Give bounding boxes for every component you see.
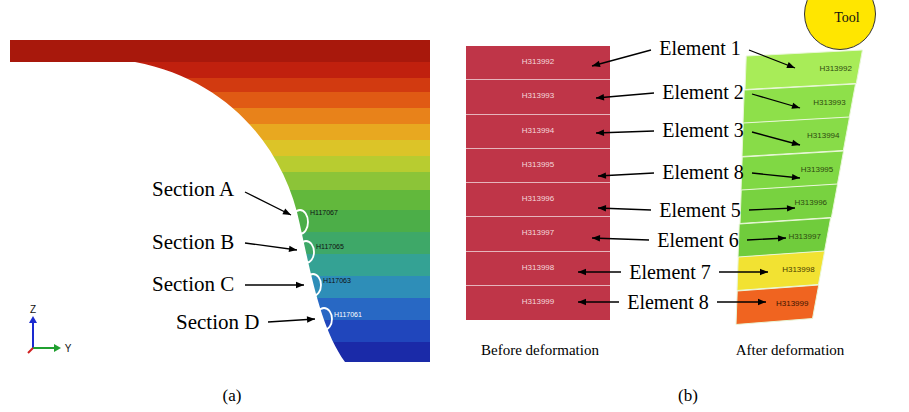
contour-band xyxy=(10,62,430,78)
leader-arrow xyxy=(245,192,291,215)
element-label: Element 2 xyxy=(662,81,744,103)
axis-label: Z xyxy=(30,304,36,315)
section-label: Section B xyxy=(152,231,234,254)
contour-band xyxy=(10,156,430,172)
element-label: Element 5 xyxy=(659,199,741,221)
y-axis-head xyxy=(54,344,61,352)
element-after: H313992 xyxy=(745,50,862,90)
element-after: H313999 xyxy=(736,285,819,325)
element-id: H313998 xyxy=(522,264,554,273)
element-id: H313994 xyxy=(807,132,839,141)
y-axis xyxy=(33,347,56,349)
element-id: H313993 xyxy=(522,92,554,101)
element-label: Element 8 xyxy=(662,161,744,183)
element-id: H313999 xyxy=(776,300,808,309)
element-id: H313994 xyxy=(522,127,554,136)
element-id: H313997 xyxy=(522,229,554,238)
element-shape xyxy=(745,50,862,90)
leader-arrow xyxy=(592,238,649,240)
tool-label: Tool xyxy=(834,10,859,25)
leader-arrow xyxy=(578,271,621,272)
leader-arrow xyxy=(598,208,651,210)
element-label: Element 1 xyxy=(659,37,741,59)
element-id: H313996 xyxy=(795,199,827,208)
contour-band xyxy=(10,78,430,92)
element-before: H313997 xyxy=(466,217,610,251)
leader-arrow xyxy=(596,131,654,133)
element-before: H313994 xyxy=(466,115,610,149)
leader-arrow xyxy=(592,50,651,66)
section-circle xyxy=(316,308,332,330)
panel-letter: (b) xyxy=(678,387,698,406)
section-circle xyxy=(298,241,314,263)
element-before: H313999 xyxy=(466,286,610,320)
section-circle xyxy=(305,274,321,296)
element-id: H313992 xyxy=(819,65,851,74)
leader-arrow xyxy=(245,284,304,285)
leader-arrow xyxy=(578,301,619,302)
element-before: H313992 xyxy=(466,46,610,80)
section-label: Section A xyxy=(152,178,234,201)
axis-label: Y xyxy=(65,343,72,354)
element-label: Element 7 xyxy=(629,261,711,283)
contour-band xyxy=(10,232,430,254)
section-label: Section D xyxy=(176,311,259,334)
leader-arrow xyxy=(719,271,768,272)
element-label: Element 3 xyxy=(662,119,744,141)
element-id: H313996 xyxy=(522,195,554,204)
section-label: Section C xyxy=(152,273,234,296)
element-shape xyxy=(743,84,856,124)
element-shape xyxy=(736,285,819,325)
panel-caption: After deformation xyxy=(736,342,845,359)
contour-band xyxy=(10,140,430,156)
contour-band xyxy=(10,40,430,62)
leader-arrow xyxy=(752,173,800,178)
element-after: H313993 xyxy=(743,84,856,124)
leader-arrow xyxy=(749,208,795,210)
element-before: H313993 xyxy=(466,80,610,114)
leader-arrow xyxy=(596,93,654,98)
node-id-label: H117065 xyxy=(316,243,344,251)
contour-band xyxy=(10,124,430,140)
panel-caption: Before deformation xyxy=(481,342,599,359)
x-axis xyxy=(28,348,33,353)
element-id: H313998 xyxy=(782,266,814,275)
leader-arrow xyxy=(752,94,800,108)
element-after: H313994 xyxy=(742,117,850,157)
element-id: H313997 xyxy=(788,233,820,242)
stress-contour xyxy=(10,40,430,362)
element-id: H313995 xyxy=(801,166,833,175)
leader-arrow xyxy=(598,173,654,176)
leader-arrow xyxy=(245,243,297,250)
node-id-label: H117063 xyxy=(323,277,351,285)
element-shape xyxy=(742,117,850,157)
leader-arrow xyxy=(747,238,786,240)
element-id: H313993 xyxy=(813,99,845,108)
element-id: H313992 xyxy=(522,58,554,67)
contour-band xyxy=(10,210,430,232)
element-before: H313995 xyxy=(466,149,610,183)
leader-arrow xyxy=(717,301,766,302)
element-before: H313996 xyxy=(466,183,610,217)
axis-triad xyxy=(28,316,61,353)
section-circle xyxy=(292,210,308,234)
contour-band xyxy=(10,342,430,362)
node-id-label: H117067 xyxy=(310,209,338,217)
panel-letter: (a) xyxy=(223,387,242,406)
element-label: Element 8 xyxy=(627,291,709,313)
leader-arrow xyxy=(268,319,315,322)
element-id: H313995 xyxy=(522,161,554,170)
element-before: H313998 xyxy=(466,252,610,286)
leader-arrow xyxy=(752,132,800,145)
z-axis-head xyxy=(29,316,37,323)
contour-band xyxy=(10,92,430,108)
contour-band xyxy=(10,108,430,124)
z-axis xyxy=(32,321,34,348)
element-label: Element 6 xyxy=(657,229,739,251)
node-id-label: H117061 xyxy=(334,311,362,319)
tool-circle: Tool xyxy=(804,0,876,50)
element-id: H313999 xyxy=(522,298,554,307)
leader-arrow xyxy=(749,50,795,68)
